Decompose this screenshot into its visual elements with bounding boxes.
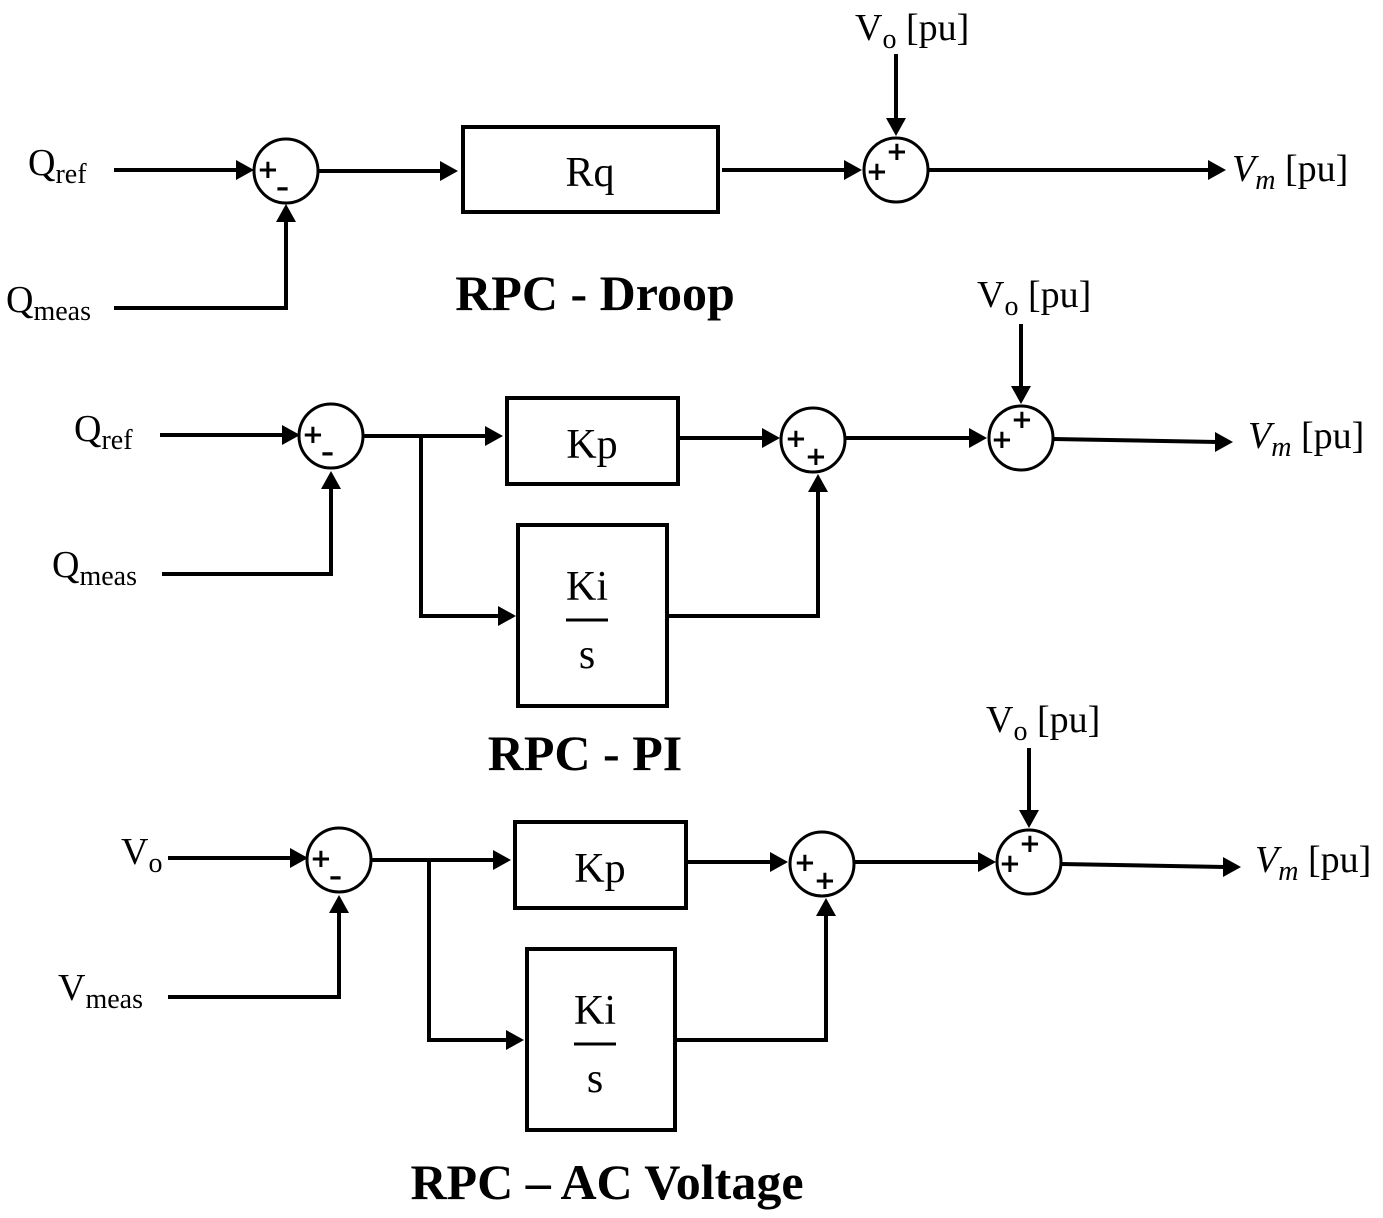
- ac-arrow: [1223, 857, 1241, 877]
- ac-branch-wire: [427, 860, 508, 1042]
- pi-branch-wire: [419, 436, 500, 618]
- ac-ki-block: [525, 947, 677, 1132]
- pi-vo-label: Vo [pu]: [977, 274, 1091, 322]
- droop-sum2-sign-plus: +: [886, 137, 908, 167]
- droop-vm-label: Vm [pu]: [1232, 148, 1348, 196]
- droop-vo-label: Vo [pu]: [855, 7, 969, 55]
- ac-vm-label: Vm [pu]: [1255, 839, 1371, 887]
- pi-arrow: [969, 428, 987, 448]
- pi-kp-block: [505, 396, 680, 486]
- ac-kp-label: Kp: [574, 846, 625, 892]
- ac-vo-input-label: Vo: [121, 831, 162, 879]
- droop-qref-label: Qref: [28, 142, 87, 190]
- droop-qmeas-label: Qmeas: [6, 279, 91, 327]
- ac-arrow: [493, 850, 511, 870]
- droop-sum2-sign-plus: +: [866, 157, 888, 187]
- pi-arrow: [808, 474, 828, 492]
- pi-integral-wire: [667, 490, 820, 618]
- ac-arrow: [770, 852, 788, 872]
- ac-arrow: [816, 898, 836, 916]
- ac-arrow: [329, 895, 349, 913]
- pi-sum1-sign-plus: +: [302, 420, 324, 450]
- ac-ki-numerator: Ki: [574, 988, 616, 1034]
- pi-ki-numerator: Ki: [566, 564, 608, 610]
- ac-title: RPC – AC Voltage: [410, 1154, 803, 1210]
- pi-output-wire: [1052, 437, 1218, 444]
- pi-qmeas-wire: [162, 488, 333, 576]
- ac-arrow: [290, 848, 308, 868]
- pi-arrow: [282, 425, 300, 445]
- pi-arrow: [1011, 386, 1031, 404]
- droop-arrow: [276, 204, 296, 222]
- ac-integral-wire: [675, 914, 828, 1042]
- pi-arrow: [485, 426, 503, 446]
- pi-sum3-sign-plus: +: [1011, 405, 1033, 435]
- ac-sum1-sign-minus: –: [329, 862, 342, 892]
- ac-kp-block: [513, 820, 688, 910]
- pi-sum3: [987, 404, 1055, 472]
- pi-qref-label: Qref: [74, 408, 133, 456]
- droop-arrow: [886, 118, 906, 136]
- ac-diagram: Vo Vmeas + – Kp Ki s + + Vo [pu] + +: [58, 699, 1371, 1210]
- pi-arrow: [1215, 432, 1233, 452]
- ac-vmeas-label: Vmeas: [58, 967, 143, 1015]
- ac-arrow: [1019, 810, 1039, 828]
- droop-rq-label: Rq: [565, 150, 614, 196]
- ac-output-wire: [1060, 862, 1226, 869]
- pi-sum1-sign-minus: –: [321, 438, 334, 468]
- pi-sum2-sign-plus: +: [805, 442, 827, 472]
- pi-arrow: [762, 428, 780, 448]
- ac-vo-label: Vo [pu]: [986, 699, 1100, 747]
- pi-sum3-sign-plus: +: [991, 425, 1013, 455]
- droop-diagram: Qref Qmeas + – Rq Vo [pu] + + Vm [pu] RP…: [6, 7, 1348, 327]
- droop-arrow: [1208, 160, 1226, 180]
- droop-title: RPC - Droop: [455, 265, 735, 321]
- droop-sum1-sign-plus: +: [257, 155, 279, 185]
- droop-arrow: [236, 160, 254, 180]
- droop-rq-block: [461, 125, 720, 214]
- ac-sum1-sign-plus: +: [310, 844, 332, 874]
- droop-qmeas-wire: [114, 220, 288, 310]
- pi-arrow: [321, 471, 341, 489]
- droop-arrow: [440, 161, 458, 181]
- pi-diagram: Qref Qmeas + – Kp Ki s + + Vo [pu] +: [52, 274, 1364, 781]
- pi-sum2-sign-plus: +: [785, 424, 807, 454]
- pi-arrow: [498, 606, 516, 626]
- pi-vm-label: Vm [pu]: [1248, 415, 1364, 463]
- ac-sum3-sign-plus: +: [1019, 829, 1041, 859]
- ac-sum2-sign-plus: +: [814, 866, 836, 896]
- ac-sum3-sign-plus: +: [999, 849, 1021, 879]
- pi-kp-label: Kp: [566, 422, 617, 468]
- pi-ki-block: [516, 523, 669, 708]
- pi-ki-denominator: s: [579, 632, 595, 678]
- ac-ki-denominator: s: [587, 1056, 603, 1102]
- pi-qmeas-label: Qmeas: [52, 544, 137, 592]
- pi-title: RPC - PI: [488, 725, 682, 781]
- ac-vmeas-wire: [168, 912, 341, 999]
- ac-arrow: [978, 852, 996, 872]
- ac-arrow: [506, 1030, 524, 1050]
- ac-sum2-sign-plus: +: [794, 848, 816, 878]
- ac-sum3: [995, 828, 1063, 896]
- droop-arrow: [844, 160, 862, 180]
- droop-sum1-sign-minus: –: [276, 173, 289, 203]
